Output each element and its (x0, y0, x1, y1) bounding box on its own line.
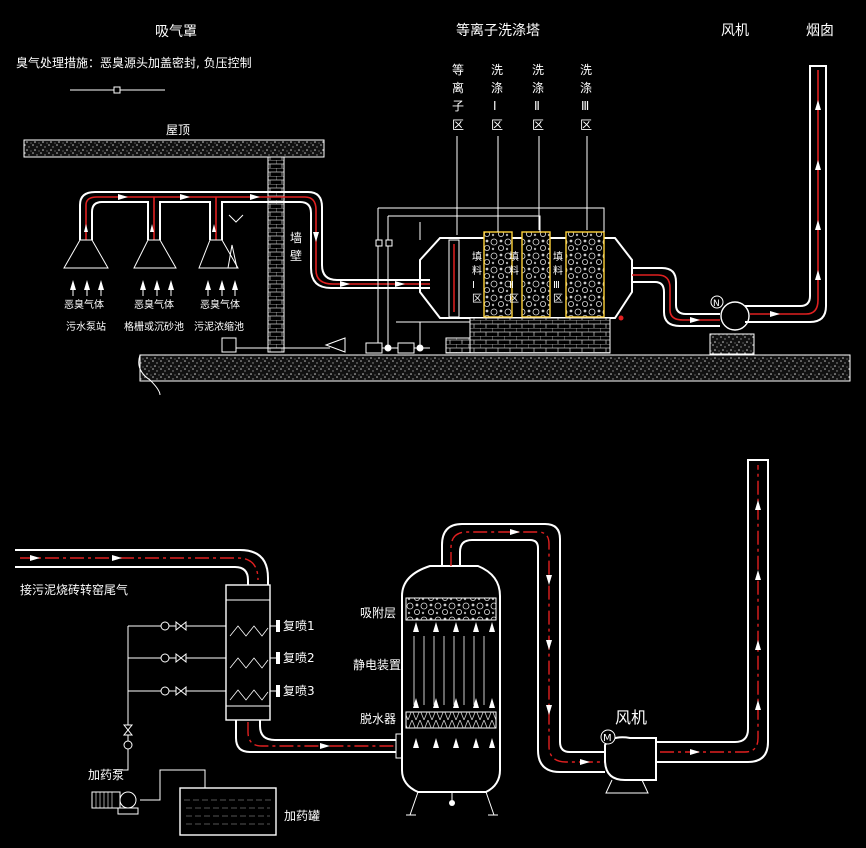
svg-text:料: 料 (553, 264, 563, 277)
pump-label: 加药泵 (88, 768, 124, 782)
svg-text:洗: 洗 (491, 63, 503, 77)
svg-text:填: 填 (472, 250, 482, 263)
svg-text:区: 区 (580, 118, 592, 132)
svg-text:Ⅰ: Ⅰ (472, 280, 475, 291)
packing-label-2: 填 料 Ⅱ 区 (509, 250, 519, 305)
ground-slab (139, 354, 851, 382)
svg-text:区: 区 (509, 293, 519, 305)
spray-label-1: 复喷1 (283, 619, 315, 633)
svg-text:涤: 涤 (532, 81, 544, 95)
svg-text:涤: 涤 (580, 81, 592, 95)
tank-label: 加药罐 (284, 809, 320, 823)
wall-label-1: 墙 (290, 231, 302, 245)
measure-text: 臭气处理措施：恶臭源头加盖密封, 负压控制 (16, 55, 252, 70)
source-gas-2: 恶臭气体 (134, 298, 174, 311)
circulation-pumps (365, 342, 430, 354)
svg-text:洗: 洗 (580, 63, 592, 77)
source-place-1: 污水泵站 (66, 320, 106, 333)
svg-text:离: 离 (452, 80, 464, 95)
zone-label-wash-3: 洗 涤 Ⅲ 区 (580, 63, 592, 132)
svg-text:区: 区 (472, 293, 482, 305)
svg-text:区: 区 (553, 293, 563, 305)
svg-text:Ⅲ: Ⅲ (581, 99, 589, 113)
fan-label-top: 风机 (721, 23, 749, 39)
spray-header (221, 207, 605, 353)
tower-title: 等离子洗涤塔 (456, 22, 540, 39)
svg-text:Ⅰ: Ⅰ (493, 99, 497, 113)
svg-text:Ⅲ: Ⅲ (553, 280, 560, 291)
svg-text:区: 区 (452, 118, 464, 132)
packing-label-3: 填 料 Ⅲ 区 (553, 250, 563, 305)
hood-suction-arrows (70, 224, 238, 296)
ground-break-line (138, 354, 161, 396)
zone-label-wash-1: 洗 涤 Ⅰ 区 (491, 63, 503, 132)
svg-text:区: 区 (491, 118, 503, 132)
svg-text:填: 填 (553, 250, 563, 263)
duct-arrows (118, 194, 405, 287)
collector-duct (79, 191, 430, 289)
legend-line (70, 86, 165, 94)
svg-text:区: 区 (532, 118, 544, 132)
demister-label: 脱水器 (360, 711, 396, 726)
outlet-sensor (618, 315, 624, 321)
tower-to-fan-duct (632, 267, 720, 327)
dosing-lines (118, 620, 226, 801)
svg-text:子: 子 (452, 99, 464, 113)
fan-top: N (709, 295, 755, 355)
dosing-tank (179, 787, 277, 836)
fan-label-bottom: 风机 (615, 708, 647, 727)
adsorb-label: 吸附层 (360, 606, 396, 620)
esp-tower (401, 565, 501, 816)
svg-text:料: 料 (509, 264, 519, 277)
stack-bottom (656, 459, 769, 763)
wall-label-2: 壁 (290, 248, 302, 263)
inlet-duct (15, 549, 269, 585)
svg-text:料: 料 (472, 264, 482, 277)
hood-group (63, 214, 244, 269)
spray-tower (225, 584, 280, 721)
source-gas-3: 恶臭气体 (200, 298, 240, 311)
fan-symbol-n: N (713, 299, 720, 309)
svg-text:Ⅱ: Ⅱ (534, 99, 540, 113)
hood-title: 吸气罩 (155, 24, 197, 40)
fan-symbol-m: M (603, 733, 612, 744)
source-place-2: 格栅或沉砂池 (124, 320, 184, 333)
scrubber-tower (419, 231, 633, 354)
svg-text:填: 填 (509, 250, 519, 263)
zone-leader-lines (456, 136, 588, 235)
source-place-3: 污泥浓缩池 (194, 320, 244, 333)
esp-to-fan-duct (441, 523, 605, 773)
packing-label-1: 填 料 Ⅰ 区 (472, 250, 482, 305)
fan-bottom: M (600, 729, 657, 794)
roof-label: 屋顶 (166, 123, 190, 137)
roof-slab (23, 139, 325, 158)
source-gas-1: 恶臭气体 (64, 298, 104, 311)
spray-label-2: 复喷2 (283, 651, 315, 665)
svg-text:洗: 洗 (532, 63, 544, 77)
svg-text:涤: 涤 (491, 81, 503, 95)
wall (267, 156, 285, 353)
spray-label-3: 复喷3 (283, 684, 315, 698)
chimney-label: 烟囱 (806, 23, 834, 39)
svg-text:等: 等 (452, 63, 464, 77)
esp-label: 静电装置 (353, 658, 401, 672)
zone-label-wash-2: 洗 涤 Ⅱ 区 (532, 63, 544, 132)
dosing-pump (91, 791, 139, 815)
spray-to-esp-duct (235, 720, 403, 759)
inlet-label: 接污泥烧砖转窑尾气 (20, 582, 128, 597)
zone-label-plasma: 等 离 子 区 (452, 63, 464, 132)
svg-text:Ⅱ: Ⅱ (509, 280, 514, 291)
chimney (745, 65, 827, 323)
